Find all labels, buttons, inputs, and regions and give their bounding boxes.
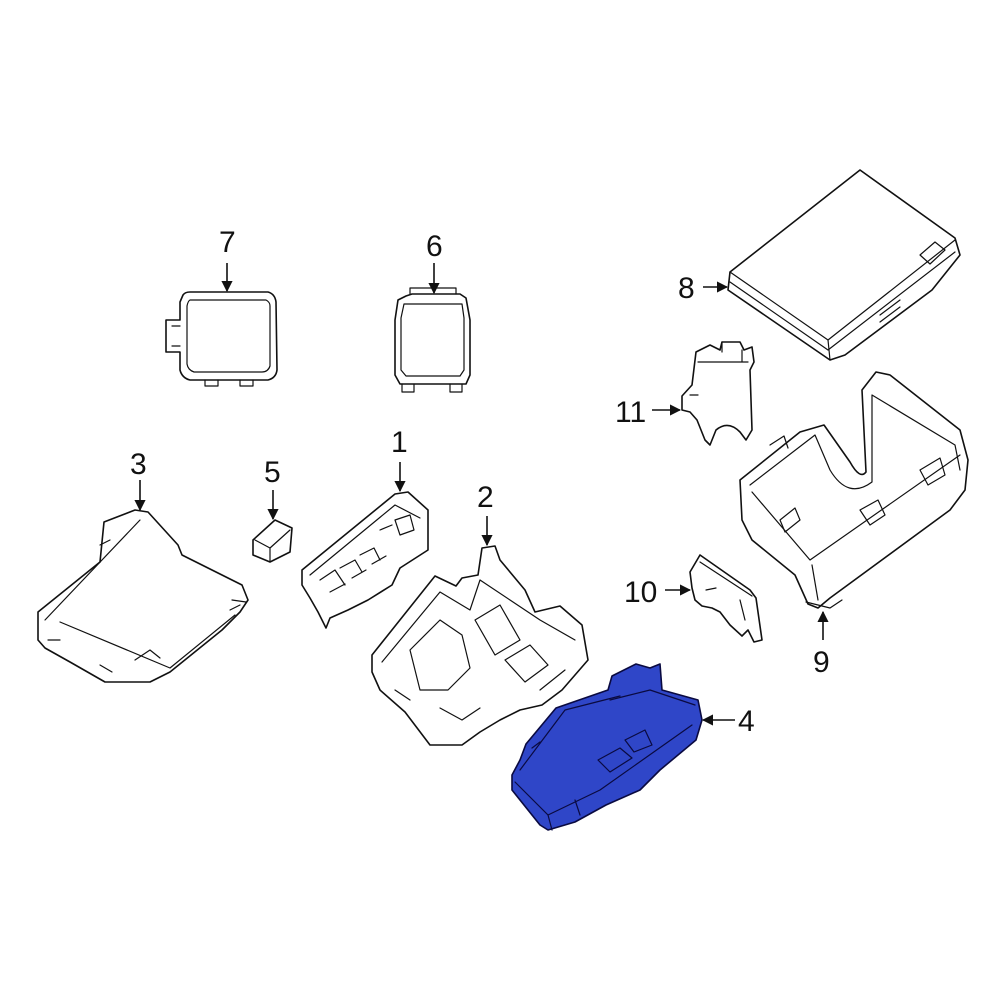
part-2-frame[interactable]: [371, 545, 589, 746]
part-3-box[interactable]: [37, 509, 249, 683]
part-6-cover[interactable]: [394, 287, 471, 393]
callout-8: 8: [678, 272, 695, 305]
part-1-relay-block[interactable]: [301, 491, 429, 629]
callout-labels: 7 6 8 11 3 5 1 2 10 9 4: [130, 226, 830, 738]
callout-1: 1: [391, 426, 408, 459]
callout-7: 7: [219, 226, 236, 259]
callout-6: 6: [426, 230, 443, 263]
callout-11: 11: [615, 396, 646, 429]
leader-lines: [134, 263, 829, 726]
part-4-tray[interactable]: [511, 663, 703, 831]
callout-2: 2: [477, 481, 494, 514]
callout-5: 5: [264, 456, 281, 489]
part-8-lid[interactable]: [727, 169, 961, 361]
part-9-box[interactable]: [739, 371, 969, 609]
part-10-bracket[interactable]: [689, 554, 763, 643]
callout-9: 9: [813, 646, 830, 679]
callout-3: 3: [130, 448, 147, 481]
callout-4: 4: [738, 705, 755, 738]
part-7-cover[interactable]: [165, 291, 278, 387]
part-11-bracket[interactable]: [681, 341, 755, 446]
callout-10: 10: [624, 576, 657, 609]
part-5-block[interactable]: [252, 519, 293, 563]
